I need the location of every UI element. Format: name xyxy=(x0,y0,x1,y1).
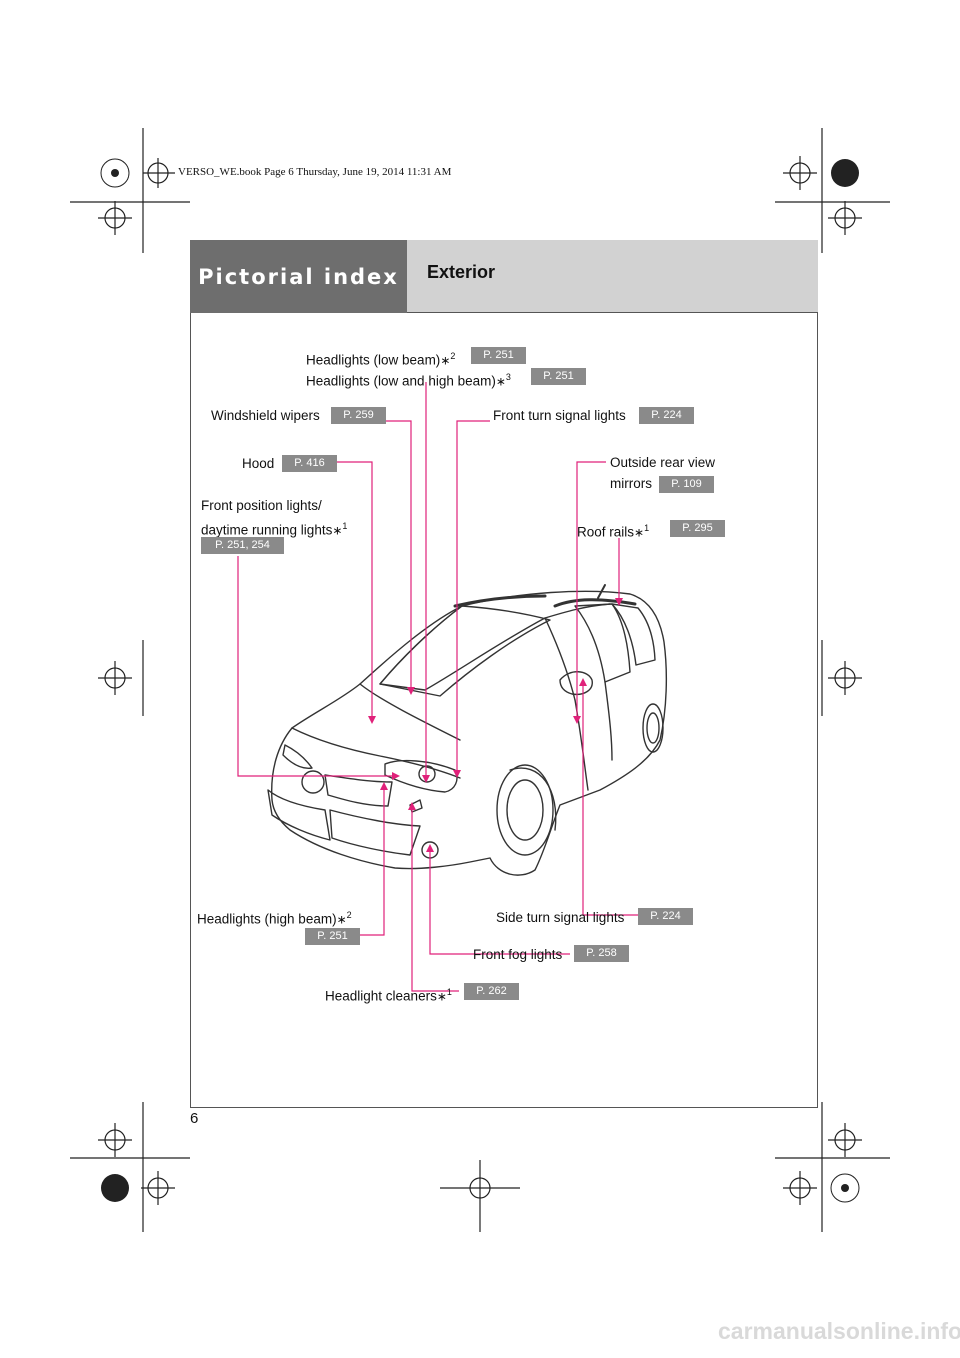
label-front-position-lights-1: Front position lights/ xyxy=(201,498,322,513)
ref-outside-rear-view-mirrors[interactable]: P. 109 xyxy=(659,476,714,493)
ref-headlights-low-high-beam[interactable]: P. 251 xyxy=(531,368,586,385)
page-title: Exterior xyxy=(427,262,496,282)
label-front-position-lights-2: daytime running lights∗1 xyxy=(201,521,348,538)
ref-roof-rails[interactable]: P. 295 xyxy=(670,520,725,537)
label-headlights-high-beam: Headlights (high beam)∗2 xyxy=(197,910,352,927)
label-headlights-low-high-beam: Headlights (low and high beam)∗3 xyxy=(306,372,511,389)
print-header: VERSO_WE.book Page 6 Thursday, June 19, … xyxy=(178,166,452,178)
section-tab: Pictorial index xyxy=(190,240,407,313)
ref-windshield-wipers[interactable]: P. 259 xyxy=(331,407,386,424)
ref-headlights-high-beam[interactable]: P. 251 xyxy=(305,928,360,945)
label-side-turn-signal-lights: Side turn signal lights xyxy=(496,910,625,925)
label-roof-rails: Roof rails∗1 xyxy=(577,523,650,540)
section-title: Pictorial index xyxy=(198,264,399,289)
header-bar: Exterior xyxy=(407,240,818,313)
ref-front-turn-signal-lights[interactable]: P. 224 xyxy=(639,407,694,424)
label-headlight-cleaners: Headlight cleaners∗1 xyxy=(325,987,452,1004)
ref-side-turn-signal-lights[interactable]: P. 224 xyxy=(638,908,693,925)
ref-headlight-cleaners[interactable]: P. 262 xyxy=(464,983,519,1000)
label-hood: Hood xyxy=(242,456,275,471)
label-front-fog-lights: Front fog lights xyxy=(473,947,563,962)
ref-front-fog-lights[interactable]: P. 258 xyxy=(574,945,629,962)
label-outside-rear-view-mirrors-2: mirrors xyxy=(610,476,652,491)
ref-hood[interactable]: P. 416 xyxy=(282,455,337,472)
ref-headlights-low-beam[interactable]: P. 251 xyxy=(471,347,526,364)
label-windshield-wipers: Windshield wipers xyxy=(211,408,320,423)
page-number: 6 xyxy=(190,1110,199,1127)
ref-front-position-lights[interactable]: P. 251, 254 xyxy=(201,537,284,554)
label-headlights-low-beam: Headlights (low beam)∗2 xyxy=(306,351,456,368)
label-front-turn-signal-lights: Front turn signal lights xyxy=(493,408,626,423)
label-outside-rear-view-mirrors-1: Outside rear view xyxy=(610,455,716,470)
watermark: carmanualsonline.info xyxy=(718,1318,960,1344)
